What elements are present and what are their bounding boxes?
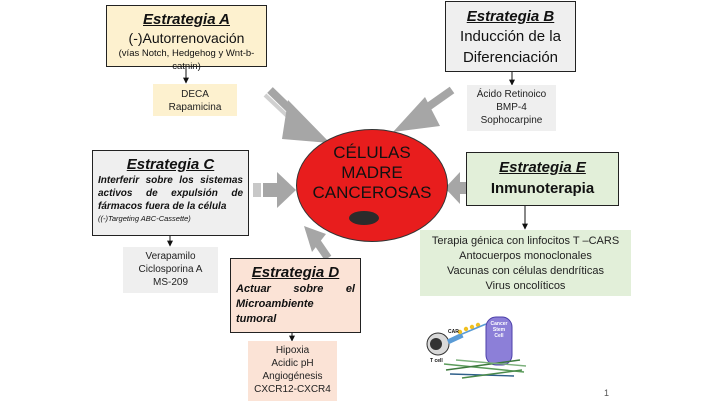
t-cell-label: T cell (430, 358, 443, 364)
strategy-e-box: Estrategia E Inmunoterapia (466, 152, 619, 206)
strategy-c-item: MS-209 (152, 277, 188, 288)
arrow-from-d (304, 226, 332, 261)
strategy-d-box: Estrategia D Actuar sobre el Microambien… (230, 258, 361, 333)
arrow-from-c (253, 172, 296, 208)
strategy-a-item: Rapamicina (168, 102, 222, 113)
strategy-c-box: Estrategia C Interferir sobre los sistem… (92, 150, 249, 236)
strategy-e-list: Terapia génica con linfocitos T –CARS An… (420, 230, 631, 296)
strategy-d-item: Angiogénesis (262, 371, 323, 382)
car-dot (469, 324, 475, 330)
arrow-from-e (445, 172, 466, 204)
center-label-line: CÉLULAS (333, 143, 411, 162)
strategy-e-title: Estrategia E (499, 159, 586, 176)
strategy-d-item: Hipoxia (275, 345, 310, 356)
stem-cell-label-line: Cell (494, 333, 504, 339)
t-cell-nucleus (430, 338, 442, 350)
car-link (461, 323, 487, 335)
center-label-line: MADRE (341, 163, 403, 182)
strategy-e-line1: Inmunoterapia (490, 180, 595, 197)
cell-nucleus (349, 211, 379, 225)
strategy-d-text-line: Actuar sobre el (236, 283, 355, 295)
strategy-e-item: Virus oncolíticos (485, 280, 566, 292)
stem-cell-label-line: Stem (492, 327, 506, 333)
strategy-c-item: Verapamilo (145, 251, 196, 262)
cancer-stem-cell-shape (485, 316, 513, 366)
strategy-a-list: DECA Rapamicina (153, 84, 237, 116)
strategy-b-box: Estrategia B Inducción de la Diferenciac… (445, 1, 576, 72)
center-label-line: CANCEROSAS (312, 183, 432, 202)
strategy-b-item: Sophocarpine (480, 115, 543, 126)
arrow-from-b (393, 86, 455, 132)
car-dot (463, 326, 469, 332)
strategy-d-text-line: tumoral (236, 313, 277, 325)
strategy-e-item: Terapia génica con linfocitos T –CARS (431, 235, 620, 247)
strategy-a-item: DECA (181, 89, 209, 100)
strategy-a-goal: (-)Autorrenovación (128, 30, 245, 46)
strategy-b-item: Ácido Retinoico (476, 89, 547, 100)
strategy-e-item: Antocuerpos monoclonales (459, 250, 592, 262)
strategy-c-title: Estrategia C (126, 156, 215, 173)
strategy-c-list: Verapamilo Ciclosporina A MS-209 (123, 247, 218, 293)
strategy-c-text-line: activos de expulsión de (98, 188, 243, 199)
car-dot (457, 329, 463, 335)
strategy-e-item: Vacunas con células dendríticas (447, 265, 604, 277)
arrow-from-a (263, 87, 330, 143)
car-t-illustration (426, 316, 527, 379)
strategy-a-title: Estrategia A (143, 11, 230, 28)
strategy-d-list: Hipoxia Acidic pH Angiogénesis CXCR12-CX… (248, 341, 337, 401)
strategy-d-item: CXCR12-CXCR4 (254, 384, 331, 395)
strategy-c-item: Ciclosporina A (138, 264, 203, 275)
car-receptor (446, 332, 464, 345)
strategy-d-title: Estrategia D (251, 264, 340, 281)
center-label: CÉLULAS MADRE CANCEROSAS (296, 143, 448, 203)
car-label: CAR (448, 329, 459, 335)
strategy-b-line2: Diferenciación (462, 49, 559, 66)
stem-cell-label-line: Cancer (490, 321, 508, 327)
strategy-b-list: Ácido Retinoico BMP-4 Sophocarpine (467, 85, 556, 131)
strategy-d-item: Acidic pH (271, 358, 314, 369)
strategy-b-title: Estrategia B (466, 8, 555, 25)
strategy-a-box: Estrategia A (-)Autorrenovación (vías No… (106, 5, 267, 72)
strategy-a-pathways: (vías Notch, Hedgehog y Wnt-b-catnin) (118, 48, 255, 72)
strategy-c-text-line: fármacos fuera de la célula (98, 201, 227, 212)
stroma-fibers (443, 359, 527, 379)
stem-cell-label: Cancer Stem Cell (486, 321, 512, 339)
strategy-c-note: ((-)Targeting ABC-Cassette) (98, 214, 191, 223)
strategy-b-line1: Inducción de la (460, 28, 561, 45)
strategy-b-item: BMP-4 (496, 102, 527, 113)
page-number: 1 (604, 388, 610, 398)
strategy-c-text-line: Interferir sobre los sistemas (98, 175, 243, 186)
strategy-d-text-line: Microambiente (236, 298, 314, 310)
